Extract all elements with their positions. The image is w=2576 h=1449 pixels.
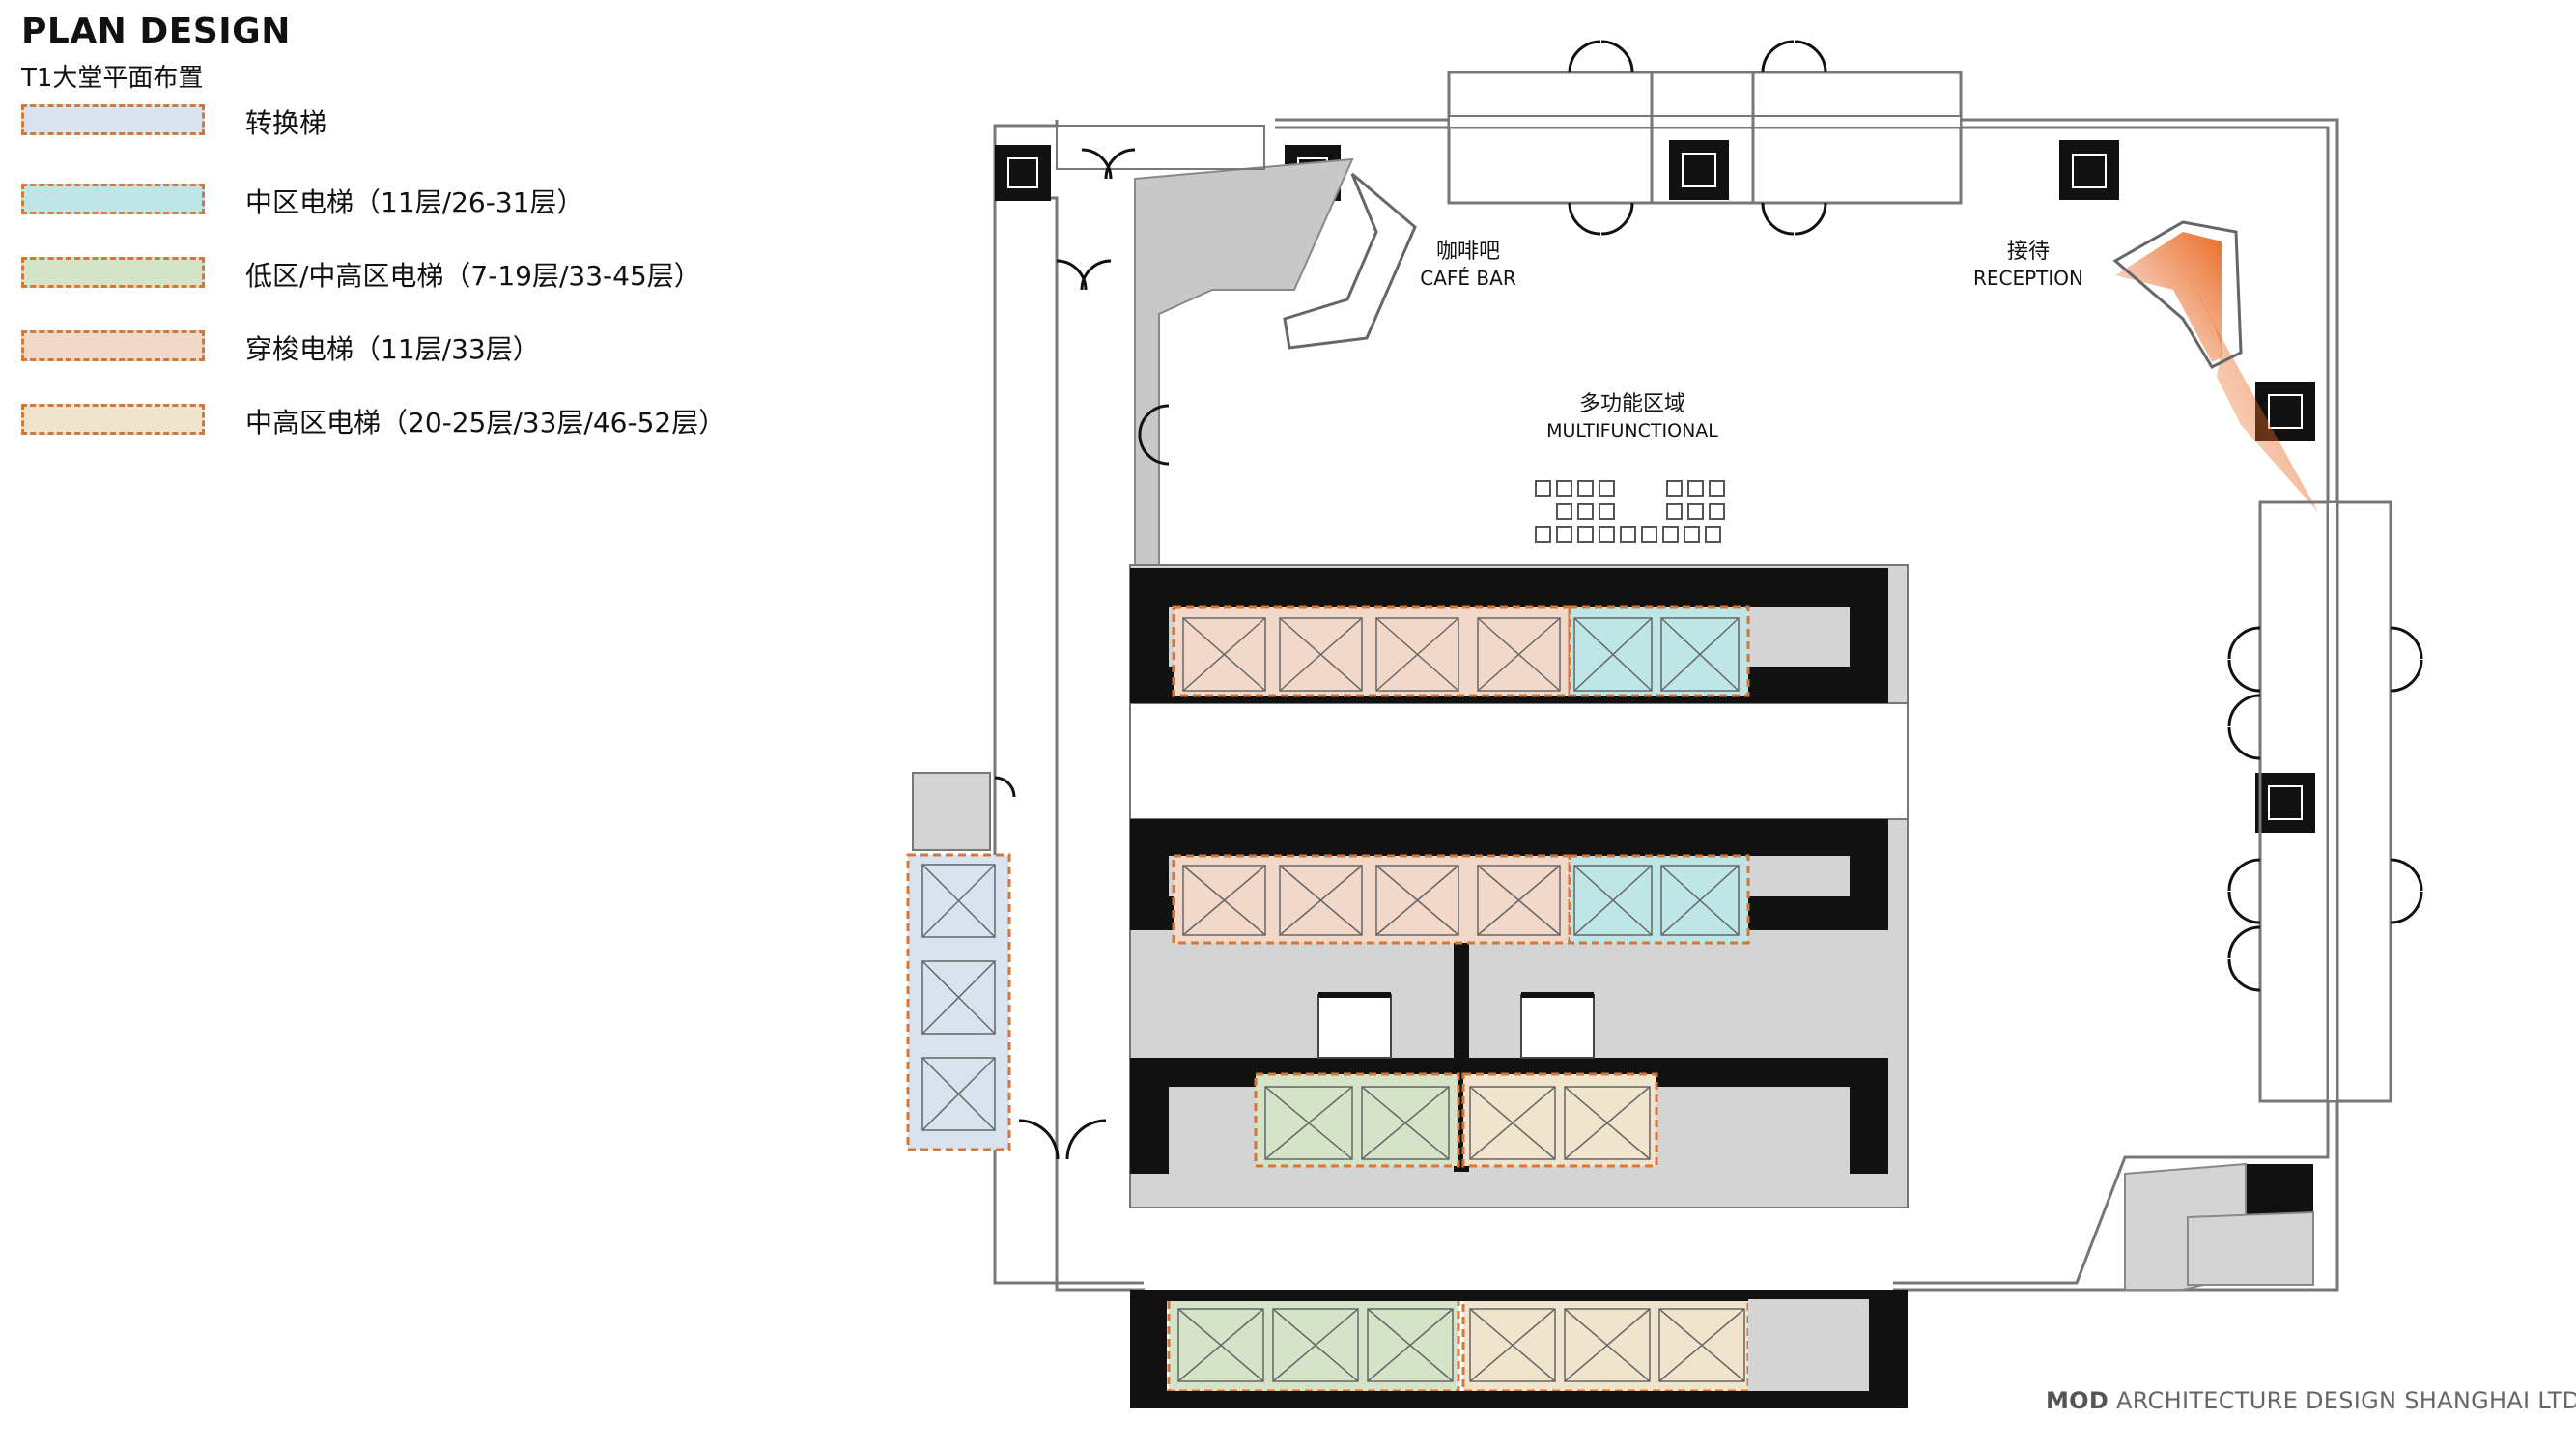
zone-labels: 咖啡吧 CAFÉ BAR 接待 RECEPTION 多功能区域 MULTIFUN… (1420, 240, 2083, 441)
page-title: PLAN DESIGN (21, 12, 291, 51)
multi-label-cn: 多功能区域 (1579, 392, 1685, 416)
east-entrance (2227, 500, 2423, 1103)
south-elevator-block (1130, 1290, 1908, 1408)
elevator-cars (906, 605, 1750, 1393)
legend-label: 穿梭电梯（11层/33层） (245, 333, 540, 365)
legend-label: 中高区电梯（20-25层/33层/46-52层） (245, 407, 726, 439)
legend-swatch (21, 257, 205, 288)
legend-label: 转换梯 (245, 107, 327, 139)
page-subtitle: T1大堂平面布置 (21, 64, 204, 93)
cafe-label-en: CAFÉ BAR (1420, 267, 1516, 290)
legend-swatch (21, 184, 205, 214)
service-corner (2124, 1162, 2314, 1291)
legend-label: 低区/中高区电梯（7-19层/33-45层） (245, 260, 701, 292)
legend-swatch (21, 404, 205, 435)
multi-label-en: MULTIFUNCTIONAL (1546, 420, 1718, 441)
north-entrance (1447, 40, 1963, 236)
transfer-elevator-frame (912, 772, 991, 851)
legend-swatch (21, 104, 205, 135)
doors (994, 148, 1170, 1160)
cafe-counter (1056, 125, 1417, 571)
legend-swatch (21, 330, 205, 361)
reception-desk (2112, 220, 2318, 512)
legend-label: 中区电梯（11层/26-31层） (245, 186, 584, 218)
reception-label-en: RECEPTION (1973, 267, 2083, 290)
elevator-car-markings (921, 617, 1745, 1382)
firm-credit: MOD ARCHITECTURE DESIGN SHANGHAI LTD (2046, 1387, 2576, 1414)
seating-grid (1535, 480, 1725, 543)
cafe-label-cn: 咖啡吧 (1436, 240, 1500, 264)
firm-brand: MOD (2046, 1387, 2109, 1414)
firm-name: ARCHITECTURE DESIGN SHANGHAI LTD (2109, 1387, 2576, 1414)
reception-label-cn: 接待 (2007, 240, 2050, 264)
